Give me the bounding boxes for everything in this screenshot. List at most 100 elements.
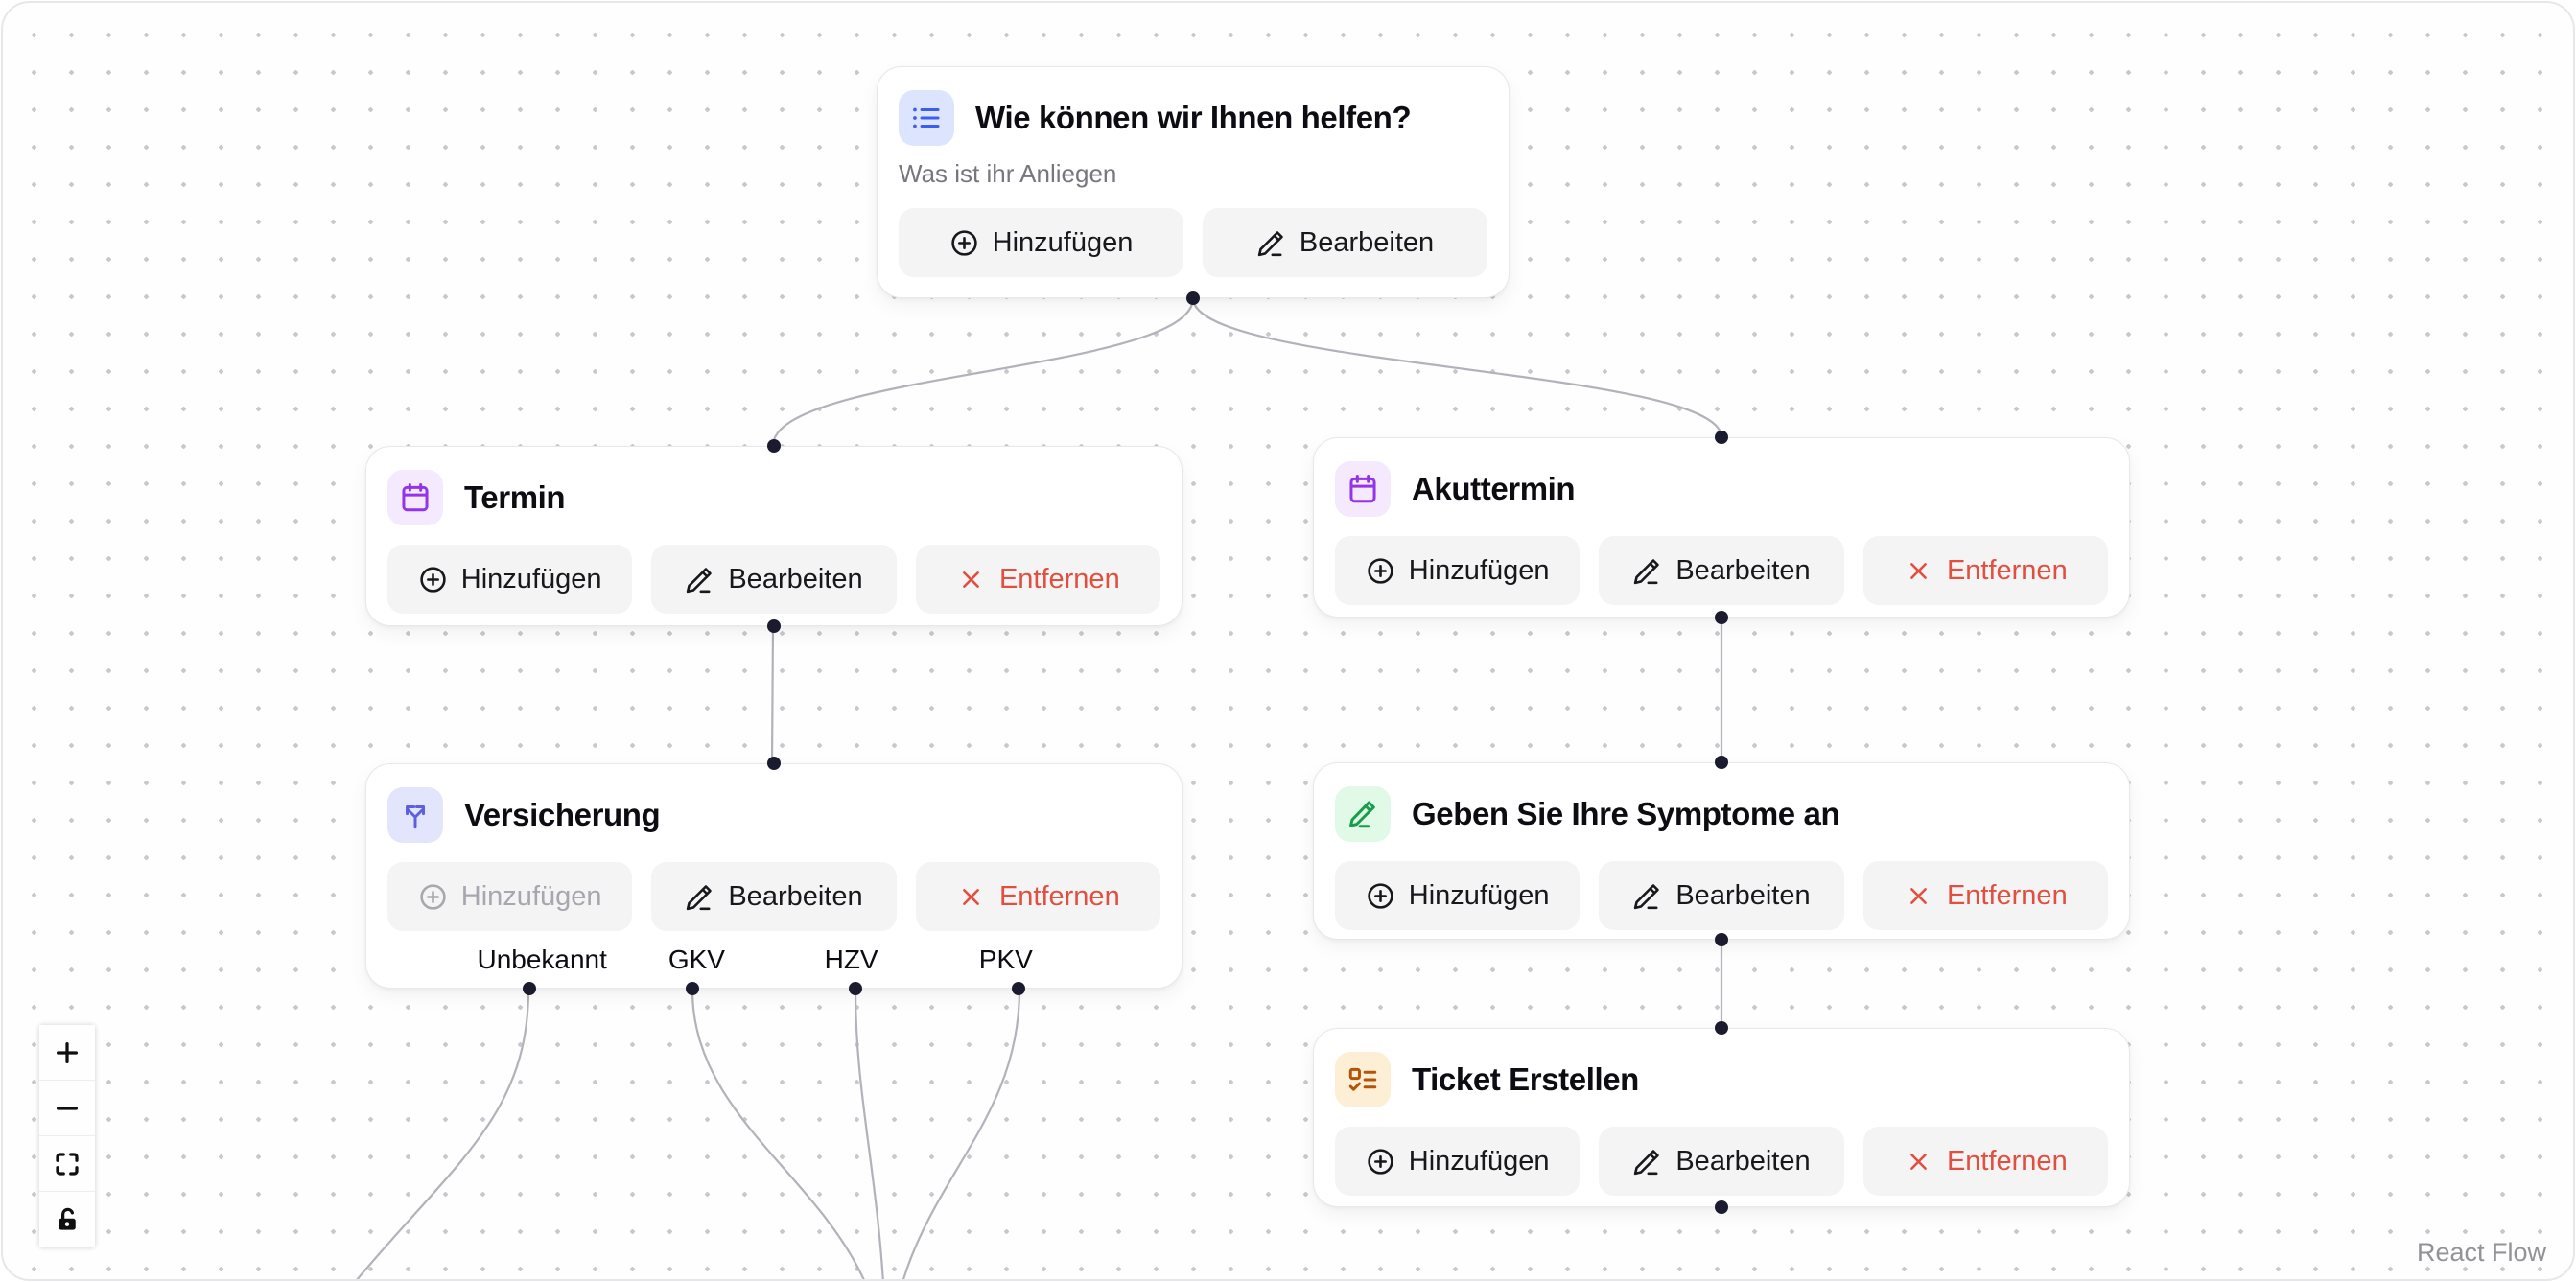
hinzufuegen-button[interactable]: Hinzufügen	[1335, 536, 1581, 605]
edge-termin-versicherung	[770, 626, 775, 763]
node-versicherung[interactable]: Versicherung Hinzufügen Bearbeiten Entfe…	[365, 757, 1183, 995]
circle-plus-icon	[420, 566, 446, 593]
node-title: Ticket Erstellen	[1412, 1061, 1639, 1097]
hinzufuegen-button[interactable]: Hinzufügen	[387, 862, 633, 931]
bearbeiten-button[interactable]: Bearbeiten	[1599, 1127, 1844, 1196]
react-flow-attribution[interactable]: React Flow	[2416, 1238, 2546, 1267]
source-handle[interactable]	[1715, 933, 1728, 946]
node-header: Wie können wir Ihnen helfen?	[899, 90, 1487, 146]
node-ticket-erstellen[interactable]: Ticket Erstellen Hinzufügen Bearbeiten E…	[1313, 1021, 2130, 1214]
hinzufuegen-button[interactable]: Hinzufügen	[387, 545, 633, 614]
bearbeiten-button[interactable]: Bearbeiten	[1599, 861, 1844, 930]
button-label: Hinzufügen	[1408, 879, 1550, 911]
source-handle[interactable]	[1715, 1200, 1728, 1214]
button-label: Bearbeiten	[728, 563, 863, 594]
list-icon	[899, 90, 954, 146]
pencil-icon	[687, 567, 713, 593]
pencil-icon	[1634, 558, 1660, 584]
target-handle[interactable]	[1715, 1021, 1728, 1035]
button-label: Hinzufügen	[460, 563, 602, 594]
x-icon	[1910, 1153, 1927, 1170]
source-handle-unbekannt[interactable]	[523, 982, 536, 995]
entfernen-button[interactable]: Entfernen	[915, 545, 1160, 614]
branch-label-pkv: PKV	[978, 944, 1033, 974]
hinzufuegen-button[interactable]: Hinzufügen	[1335, 1127, 1581, 1196]
edge-branch-unbekannt	[356, 989, 530, 1279]
target-handle[interactable]	[1715, 431, 1728, 444]
source-handle-hzv[interactable]	[849, 982, 862, 995]
button-label: Hinzufügen	[460, 880, 602, 912]
list-todo-icon	[1335, 1052, 1391, 1107]
zoom-out-button[interactable]	[39, 1081, 95, 1136]
target-handle[interactable]	[1715, 756, 1728, 769]
x-icon	[963, 888, 979, 905]
fit-view-button[interactable]	[39, 1136, 95, 1192]
source-handle-pkv[interactable]	[1012, 982, 1025, 995]
button-label: Entfernen	[1946, 554, 2068, 586]
pencil-icon	[1634, 883, 1660, 909]
button-label: Entfernen	[998, 563, 1120, 594]
pencil-icon	[1335, 786, 1391, 842]
x-icon	[963, 571, 979, 588]
bearbeiten-button[interactable]: Bearbeiten	[1599, 536, 1844, 605]
node-akuttermin[interactable]: Akuttermin Hinzufügen Bearbeiten Entfern…	[1313, 431, 2130, 624]
node-termin[interactable]: Termin Hinzufügen Bearbeiten Entfernen	[365, 439, 1183, 633]
circle-plus-icon	[950, 229, 977, 256]
source-handle[interactable]	[1186, 291, 1200, 305]
hinzufuegen-button[interactable]: Hinzufügen	[1335, 861, 1581, 930]
entfernen-button[interactable]: Entfernen	[915, 862, 1160, 931]
button-label: Entfernen	[1946, 1145, 2068, 1177]
circle-plus-icon	[1368, 557, 1393, 584]
branch-labels: Unbekannt GKV HZV PKV	[387, 944, 1160, 977]
node-title: Termin	[464, 479, 566, 515]
minus-icon	[57, 1106, 78, 1110]
node-header: Geben Sie Ihre Symptome an	[1335, 786, 2108, 842]
branch-label-gkv: GKV	[667, 944, 725, 974]
bearbeiten-button[interactable]: Bearbeiten	[651, 862, 897, 931]
node-title: Akuttermin	[1412, 471, 1576, 506]
edge-branch-pkv	[902, 989, 1021, 1279]
circle-plus-icon	[1368, 882, 1393, 909]
button-label: Bearbeiten	[1299, 226, 1435, 258]
target-handle[interactable]	[767, 757, 781, 770]
split-icon	[387, 787, 443, 843]
entfernen-button[interactable]: Entfernen	[1862, 536, 2108, 605]
button-label: Bearbeiten	[1675, 554, 1811, 586]
node-title: Wie können wir Ihnen helfen?	[975, 100, 1412, 135]
edge-branch-gkv	[691, 989, 865, 1279]
node-header: Versicherung	[387, 787, 1160, 843]
entfernen-button[interactable]: Entfernen	[1862, 861, 2108, 930]
bearbeiten-button[interactable]: Bearbeiten	[651, 545, 897, 614]
edge-root-termin	[771, 297, 1195, 447]
node-symptome[interactable]: Geben Sie Ihre Symptome an Hinzufügen Be…	[1313, 756, 2130, 946]
x-icon	[1910, 887, 1927, 904]
node-header: Ticket Erstellen	[1335, 1052, 2108, 1107]
calendar-icon	[1335, 461, 1391, 517]
button-label: Hinzufügen	[1408, 1145, 1550, 1177]
node-subtitle: Was ist ihr Anliegen	[899, 159, 1117, 188]
circle-plus-icon	[1368, 1148, 1393, 1175]
node-wie-koennen-wir-ihnen-helfen[interactable]: Wie können wir Ihnen helfen? Was ist ihr…	[877, 66, 1510, 305]
source-handle[interactable]	[767, 619, 781, 633]
bearbeiten-button[interactable]: Bearbeiten	[1203, 208, 1487, 277]
pencil-icon	[687, 884, 713, 910]
hinzufuegen-button[interactable]: Hinzufügen	[899, 208, 1183, 277]
node-header: Akuttermin	[1335, 461, 2108, 517]
plus-icon	[57, 1041, 78, 1063]
target-handle[interactable]	[767, 439, 781, 453]
entfernen-button[interactable]: Entfernen	[1862, 1127, 2108, 1196]
pencil-icon	[1634, 1149, 1660, 1175]
button-label: Bearbeiten	[728, 880, 863, 912]
circle-plus-icon	[420, 883, 446, 910]
button-label: Entfernen	[998, 880, 1120, 912]
node-title: Versicherung	[464, 797, 661, 832]
source-handle[interactable]	[1715, 611, 1728, 624]
zoom-in-button[interactable]	[39, 1025, 95, 1081]
node-header: Termin	[387, 470, 1160, 525]
pencil-icon	[1257, 230, 1283, 256]
x-icon	[1910, 562, 1927, 579]
source-handle-gkv[interactable]	[686, 982, 699, 995]
toggle-interactivity-button[interactable]	[39, 1192, 95, 1247]
button-label: Bearbeiten	[1675, 879, 1811, 911]
